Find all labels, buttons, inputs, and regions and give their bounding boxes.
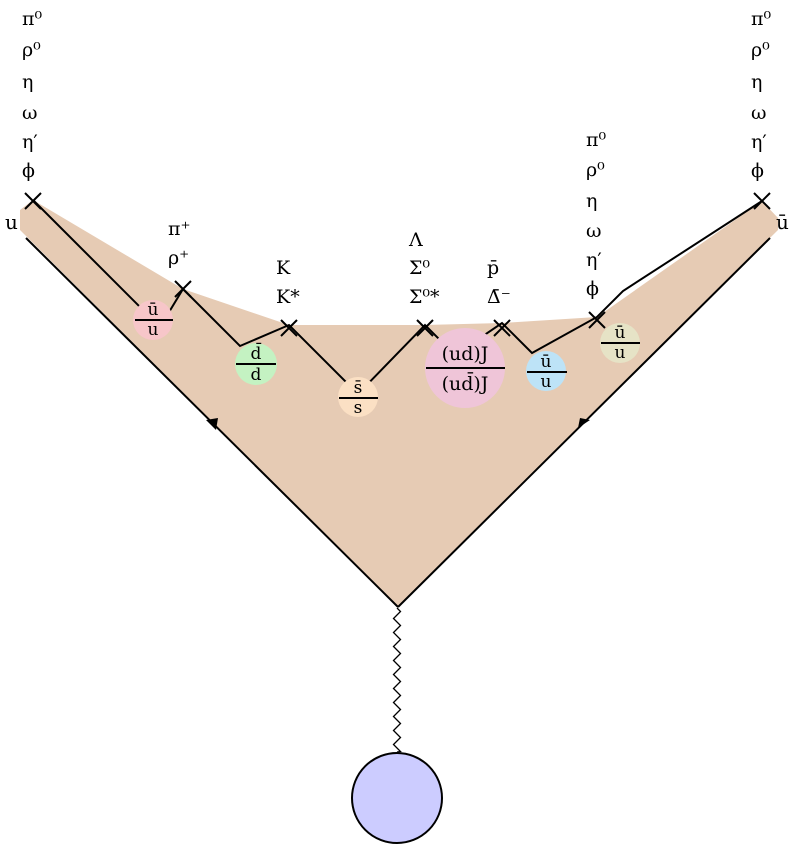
hadron-label: η′ bbox=[751, 131, 767, 153]
photon-wavy-line bbox=[392, 607, 402, 753]
hadron-label: ϕ bbox=[751, 160, 764, 182]
hadron-label: Δ̄⁻ bbox=[487, 286, 511, 308]
hadron-label: π⁰ bbox=[22, 8, 42, 30]
hadron-label: η′ bbox=[22, 131, 38, 153]
hadron-group-kaon: K K* bbox=[276, 257, 300, 308]
pair-top-label: (ud)J bbox=[442, 343, 489, 365]
arrow-left-edge bbox=[206, 418, 218, 430]
tick-mark bbox=[280, 319, 298, 337]
hadron-group-right-inner: π⁰ ρ⁰ η ω η′ ϕ bbox=[586, 129, 606, 300]
hadron-label: π⁺ bbox=[168, 218, 191, 240]
hadron-label: π⁰ bbox=[586, 129, 606, 151]
pair-bottom-label: u bbox=[615, 343, 626, 363]
tick-mark bbox=[416, 319, 434, 337]
tick-mark bbox=[24, 192, 42, 210]
hadron-label: ρ⁰ bbox=[751, 39, 770, 61]
hadron-label: Σ⁰* bbox=[409, 286, 440, 308]
hadron-label: π⁰ bbox=[751, 8, 771, 30]
hadron-label: K bbox=[276, 257, 291, 279]
pair-ssbar: s̄ s bbox=[338, 377, 378, 418]
hadron-label: η bbox=[22, 71, 33, 93]
pair-top-label: s̄ bbox=[354, 378, 363, 398]
pair-ddbar: d̄ d bbox=[235, 341, 277, 385]
hadron-group-hyperon: Λ Σ⁰ Σ⁰* bbox=[408, 229, 440, 308]
left-quark-label: u bbox=[5, 210, 18, 234]
hadron-label: η bbox=[751, 71, 762, 93]
right-quark-label: ū bbox=[776, 210, 789, 234]
pair-top-label: ū bbox=[541, 352, 552, 372]
hadron-label: Λ bbox=[408, 229, 423, 251]
tick-marks bbox=[24, 192, 771, 337]
hadron-label: η bbox=[586, 190, 597, 212]
hadron-label: ω bbox=[22, 102, 38, 124]
pair-top-label: ū bbox=[148, 300, 159, 320]
pair-top-label: d̄ bbox=[251, 341, 262, 364]
tick-mark bbox=[753, 192, 771, 210]
hadron-label: ω bbox=[586, 220, 602, 242]
arrow-right-edge bbox=[578, 418, 590, 428]
hadron-label: K* bbox=[276, 286, 300, 308]
hadron-group-left-end: π⁰ ρ⁰ η ω η′ ϕ bbox=[22, 8, 42, 182]
pair-bottom-label: u bbox=[148, 320, 159, 340]
pair-diquark: (ud)J (ud̄)J bbox=[425, 328, 505, 408]
hadron-label: ρ⁰ bbox=[586, 159, 605, 181]
color-string-band bbox=[20, 200, 778, 607]
hadron-label: ϕ bbox=[22, 160, 35, 182]
hadron-label: Σ⁰ bbox=[409, 257, 430, 279]
pair-top-label: ū bbox=[615, 323, 626, 343]
pair-bottom-label: u bbox=[541, 372, 552, 392]
pair-bottom-label: (ud̄)J bbox=[442, 371, 489, 395]
hadron-group-right-end: π⁰ ρ⁰ η ω η′ ϕ bbox=[751, 8, 771, 182]
pair-bottom-label: d bbox=[251, 365, 262, 385]
hadron-group-charged-pion: π⁺ ρ⁺ bbox=[168, 218, 191, 269]
pair-uubar-right: ū u bbox=[600, 323, 640, 363]
tick-mark bbox=[493, 319, 511, 337]
tick-mark bbox=[588, 311, 606, 329]
pair-uubar-mid: ū u bbox=[526, 351, 567, 392]
pair-bottom-label: s bbox=[354, 398, 363, 418]
hadron-label: η′ bbox=[586, 249, 602, 271]
hadron-group-antibaryon: p̄ Δ̄⁻ bbox=[487, 257, 511, 308]
tick-mark bbox=[174, 280, 192, 298]
hadron-label: ω bbox=[751, 102, 767, 124]
hadron-label: p̄ bbox=[487, 257, 499, 279]
hadron-label: ρ⁺ bbox=[168, 247, 189, 269]
source-blob bbox=[351, 752, 443, 844]
pair-uubar-left: ū u bbox=[133, 300, 173, 340]
hadron-label: ρ⁰ bbox=[22, 39, 41, 61]
hadron-label: ϕ bbox=[586, 278, 599, 300]
